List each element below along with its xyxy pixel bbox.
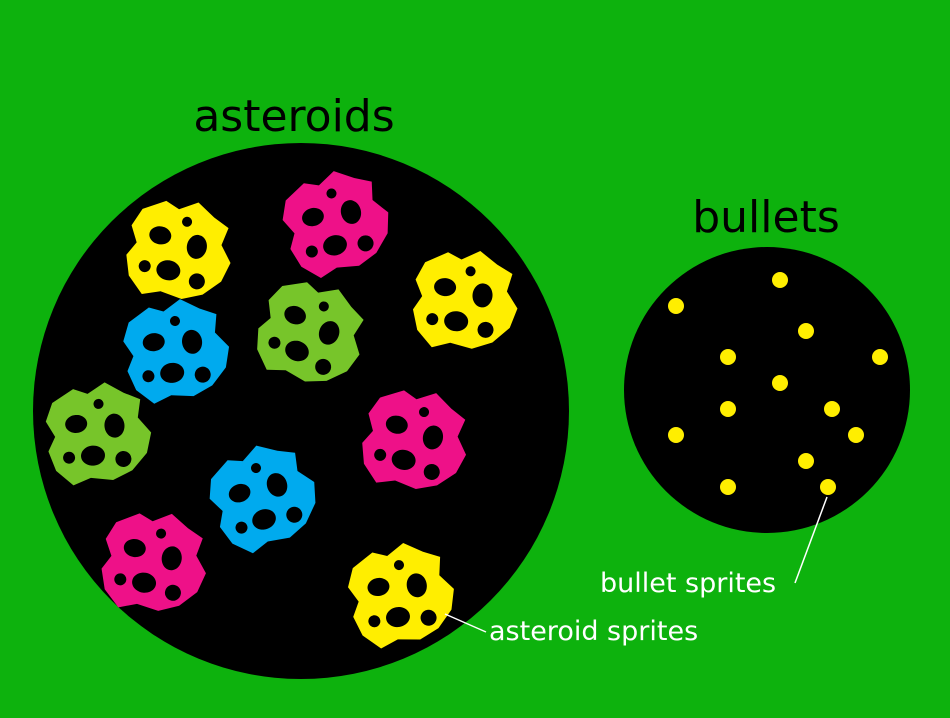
bullet-sprite [798,453,814,469]
bullet-sprite [720,401,736,417]
bullet-sprite [824,401,840,417]
asteroids-group-title: asteroids [193,91,394,142]
bullet-callout-label: bullet sprites [600,568,776,599]
asteroid-callout-line [444,613,487,633]
bullet-sprite [720,479,736,495]
bullet-sprite [668,427,684,443]
bullet-sprite [848,427,864,443]
bullet-sprite [772,272,788,288]
bullet-callout-line [794,496,828,584]
bullets-group-title: bullets [692,192,840,243]
bullet-sprite [820,479,836,495]
asteroid-callout-label: asteroid sprites [489,616,698,647]
bullet-sprite [668,298,684,314]
bullet-sprite [872,349,888,365]
bullet-sprite [798,323,814,339]
bullets-group-circle [624,247,910,533]
bullet-sprite [720,349,736,365]
bullet-sprite [772,375,788,391]
bullet-sprites [668,272,888,495]
